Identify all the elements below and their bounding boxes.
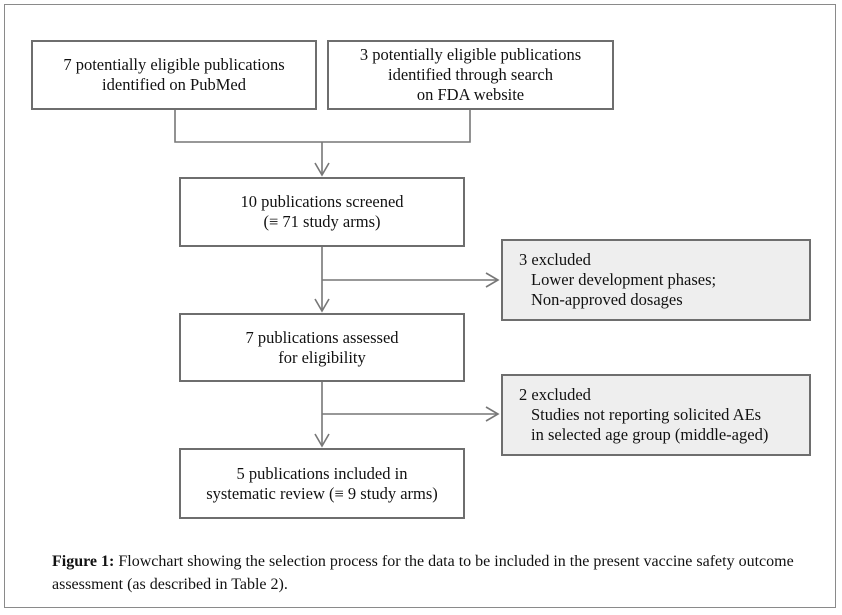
arrowhead-excluded1 <box>485 272 500 288</box>
arrowhead-excluded2 <box>485 406 500 422</box>
box-screened-line-1: 10 publications screened <box>240 192 404 211</box>
arrowhead-assessed <box>314 298 330 313</box>
box-pubmed-line-2: identified on PubMed <box>102 75 246 94</box>
box-fda-line-1: 3 potentially eligible publications <box>359 45 582 64</box>
box-assessed-line-2: for eligibility <box>278 347 366 367</box>
box-excluded-1: 3 excluded Lower development phases; Non… <box>501 239 811 321</box>
box-excluded-1-reason-1: Lower development phases; <box>531 270 717 289</box>
figure-frame <box>4 4 836 608</box>
box-included-line-2: systematic review (≡ 9 study arms) <box>206 483 438 503</box>
box-screened-line-2: (≡ 71 study arms) <box>263 212 381 231</box>
box-fda-line-3: on FDA website <box>416 85 525 104</box>
figure-caption: Figure 1: Flowchart showing the selectio… <box>52 550 812 596</box>
connector-pubmed <box>174 110 322 143</box>
box-assessed: 7 publications assessed for eligibility <box>179 313 465 382</box>
box-excluded-2-reason-1: Studies not reporting solicited AEs <box>531 405 762 424</box>
box-included: 5 publications included in systematic re… <box>179 448 465 519</box>
box-excluded-2: 2 excluded Studies not reporting solicit… <box>501 374 811 456</box>
box-excluded-1-reason-2: Non-approved dosages <box>531 290 683 309</box>
box-pubmed-line-1: 7 potentially eligible publications <box>63 55 285 74</box>
box-excluded-2-heading: 2 excluded <box>519 385 591 404</box>
box-assessed-line-1: 7 publications assessed <box>245 327 399 347</box>
box-screened: 10 publications screened (≡ 71 study arm… <box>179 177 465 247</box>
connector-fda <box>322 110 471 143</box>
box-excluded-1-heading: 3 excluded <box>519 250 591 269</box>
figure-caption-label: Figure 1: <box>52 553 115 570</box>
box-pubmed: 7 potentially eligible publications iden… <box>31 40 317 110</box>
box-included-line-1: 5 publications included in <box>236 463 408 483</box>
box-excluded-2-reason-2: in selected age group (middle-aged) <box>531 425 769 444</box>
box-fda: 3 potentially eligible publications iden… <box>327 40 614 110</box>
box-fda-line-2: identified through search <box>388 65 553 84</box>
arrowhead-screened <box>314 162 330 177</box>
figure-caption-text: Flowchart showing the selection process … <box>52 553 794 593</box>
arrowhead-included <box>314 433 330 448</box>
